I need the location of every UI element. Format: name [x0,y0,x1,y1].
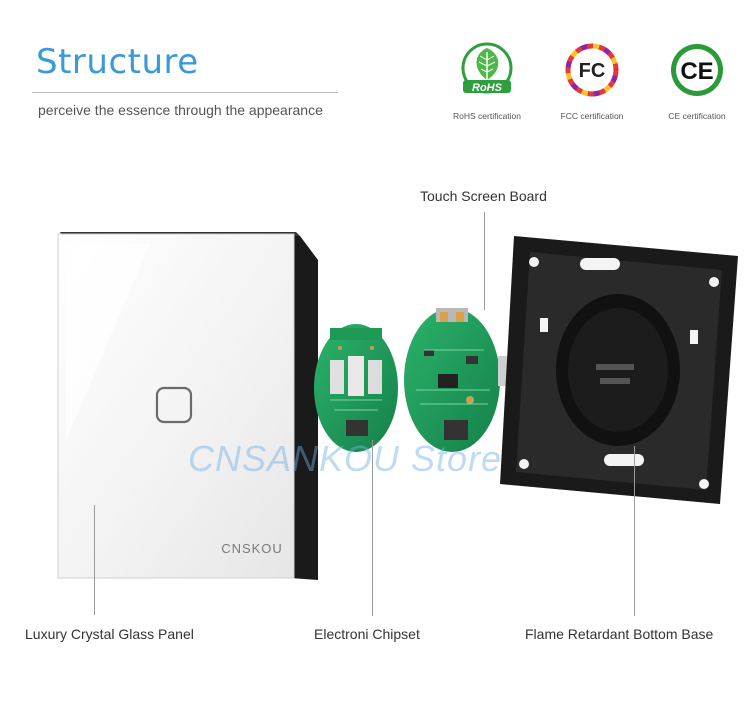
fcc-icon: FC [565,43,619,97]
title-divider [32,92,338,93]
brand-mark: CNSKOU [221,541,283,556]
cert-fcc-caption: FCC certification [560,111,624,121]
label-bottom-base: Flame Retardant Bottom Base [525,626,714,642]
leader-chipset [372,440,373,616]
page-title: Structure [36,42,199,82]
cert-ce: CE CE certification [652,40,742,121]
cert-rohs-caption: RoHS certification [452,111,522,121]
leader-touch-board [484,212,485,310]
leader-bottom-base [634,446,635,616]
glass-panel: CNSKOU [57,232,318,580]
page-subtitle: perceive the essence through the appeara… [38,102,323,118]
cert-ce-caption: CE certification [668,111,726,121]
label-chipset: Electroni Chipset [314,626,420,642]
chipset-board [314,324,398,452]
cert-fcc: FC FCC certification [547,40,637,121]
cert-rohs: RoHS RoHS certification [442,40,532,121]
fcc-logo-text: FC [579,60,606,82]
label-touch-board: Touch Screen Board [420,188,547,204]
ce-icon: CE [671,44,723,96]
store-watermark: CNSANKOU Store [188,438,503,479]
leader-glass-panel [94,505,95,615]
label-glass-panel: Luxury Crystal Glass Panel [25,626,194,642]
touch-screen-board [404,308,512,452]
touch-button-icon [155,386,193,424]
bottom-base [500,236,738,504]
ce-logo-text: CE [680,58,713,85]
rohs-leaf-icon: RoHS [461,42,513,94]
rohs-logo-text: RoHS [472,82,503,94]
